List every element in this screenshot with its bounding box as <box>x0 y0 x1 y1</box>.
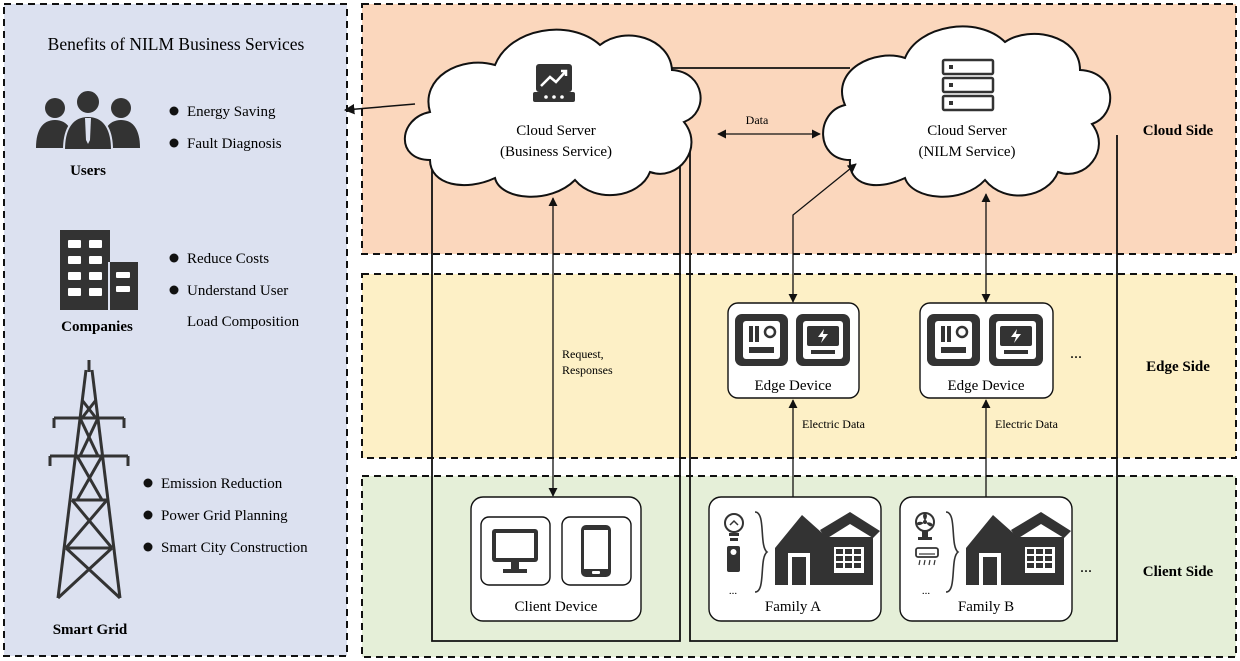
family-a: ... Family A <box>708 496 882 622</box>
edge-a-to-cloud-arrow <box>788 163 857 303</box>
users-label: Users <box>70 163 106 179</box>
edge-side-label: Edge Side <box>1146 359 1210 375</box>
controller-board-icon <box>735 314 788 366</box>
edge-ellipsis: ... <box>1070 345 1082 362</box>
data-arrow-label: Data <box>746 113 769 127</box>
business-loop-line <box>431 135 681 642</box>
grid-item-3: Smart City Construction <box>161 540 308 556</box>
client-device-label: Client Device <box>515 599 598 615</box>
transmission-tower-icon <box>48 360 130 600</box>
house-icon <box>775 512 880 585</box>
cloud-nilm-line2: (NILM Service) <box>918 144 1015 160</box>
grid-bullet-1 <box>143 478 153 488</box>
client-ellipsis: ... <box>1080 559 1092 576</box>
users-item-1: Energy Saving <box>187 104 276 120</box>
light-bulb-icon <box>724 513 744 541</box>
cloud-nilm-service: Cloud Server (NILM Service) <box>822 25 1112 198</box>
request-label-line1: Request, <box>562 347 604 361</box>
server-rack-icon <box>941 58 995 112</box>
smartphone-icon <box>581 525 611 577</box>
benefits-title: Benefits of NILM Business Services <box>48 34 305 54</box>
grid-item-2: Power Grid Planning <box>161 508 288 524</box>
family-b-appliance-ellipsis: ... <box>922 585 931 597</box>
edge-device-a: Edge Device <box>727 302 860 399</box>
cloud-business-line1: Cloud Server <box>516 123 596 139</box>
family-b-label: Family B <box>958 599 1014 615</box>
edge-device-a-label: Edge Device <box>754 378 831 394</box>
cloud-nilm-line1: Cloud Server <box>927 123 1007 139</box>
family-b: ... Family B <box>899 496 1073 622</box>
power-meter-icon <box>796 314 850 366</box>
nilm-loop-line <box>689 135 1118 642</box>
edge-device-b-label: Edge Device <box>947 378 1024 394</box>
fan-icon <box>915 512 935 540</box>
electric-data-b-label: Electric Data <box>995 417 1059 431</box>
chart-monitor-icon <box>533 64 575 102</box>
users-bullet-2 <box>169 138 179 148</box>
grid-bullet-2 <box>143 510 153 520</box>
cloud-business-service: Cloud Server (Business Service) <box>403 28 702 198</box>
power-meter-icon <box>989 314 1043 366</box>
cloud-side-label: Cloud Side <box>1143 123 1214 139</box>
controller-board-icon <box>927 314 980 366</box>
companies-label: Companies <box>61 319 133 335</box>
company-building-icon <box>60 230 138 310</box>
family-a-label: Family A <box>765 599 821 615</box>
client-side-label: Client Side <box>1143 564 1214 580</box>
users-bullet-1 <box>169 106 179 116</box>
family-a-appliance-ellipsis: ... <box>729 585 738 597</box>
house-icon <box>966 512 1071 585</box>
companies-item-3: Load Composition <box>187 314 300 330</box>
desktop-monitor-icon <box>492 529 538 573</box>
users-item-2: Fault Diagnosis <box>187 136 282 152</box>
companies-item-1: Reduce Costs <box>187 251 269 267</box>
request-label-line2: Responses <box>562 363 613 377</box>
grid-bullet-3 <box>143 542 153 552</box>
companies-bullet-2 <box>169 285 179 295</box>
edge-device-b: Edge Device <box>919 302 1054 399</box>
benefits-arrow <box>343 103 416 115</box>
air-conditioner-icon <box>915 547 939 566</box>
client-device: Client Device <box>470 496 642 622</box>
speaker-icon <box>727 546 740 572</box>
electric-data-a-label: Electric Data <box>802 417 866 431</box>
companies-item-2: Understand User <box>187 283 288 299</box>
companies-bullet-1 <box>169 253 179 263</box>
smart-grid-label: Smart Grid <box>53 622 128 638</box>
grid-item-1: Emission Reduction <box>161 476 283 492</box>
users-icon <box>36 89 140 151</box>
cloud-business-line2: (Business Service) <box>500 144 612 160</box>
